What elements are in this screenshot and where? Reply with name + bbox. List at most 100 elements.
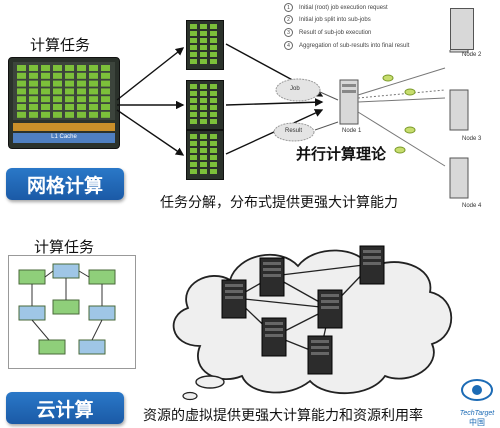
gpu-core: [41, 104, 50, 110]
gpu-core: [29, 104, 38, 110]
sub-gpu-core: [190, 45, 197, 50]
sub-gpu-core: [190, 134, 197, 139]
rack-server-icon: [317, 289, 343, 329]
gpu-core: [101, 80, 110, 87]
task-flow-graphic: [18, 263, 116, 355]
sub-gpu-core: [200, 141, 207, 146]
gpu-core: [17, 88, 26, 95]
server-node-1: [339, 79, 359, 125]
gpu-core: [65, 88, 74, 95]
sub-gpu-core: [200, 24, 207, 29]
gpu-core: [53, 80, 62, 87]
server-node-3: [449, 89, 469, 131]
flow-edge: [91, 319, 103, 341]
gpu-core: [53, 65, 62, 71]
gpu-core: [77, 65, 86, 71]
sub-gpu-core: [190, 162, 197, 167]
flow-node: [52, 299, 80, 315]
flow-edge: [31, 319, 50, 341]
flow-node: [38, 339, 66, 355]
gpu-core: [17, 80, 26, 87]
sub-gpu-core: [200, 134, 207, 139]
gpu-core: [65, 104, 74, 110]
gpu-core: [53, 111, 62, 118]
rack-server-icon: [221, 279, 247, 319]
sub-gpu-core: [210, 91, 217, 96]
cloud-computing-badge: 云计算: [6, 392, 124, 424]
sub-gpu-core: [190, 91, 197, 96]
gpu-core: [29, 65, 38, 71]
flow-node: [88, 269, 116, 285]
sub-gpu-core: [200, 162, 207, 167]
sub-gpu-core: [190, 24, 197, 29]
gpu-core: [89, 111, 98, 118]
sub-gpu-core: [210, 45, 217, 50]
sub-gpu-core: [190, 169, 197, 174]
gpu-core: [65, 96, 74, 103]
server-node-2-box: [450, 8, 474, 50]
sub-gpu-core: [200, 148, 207, 153]
gpu-core-array: [13, 62, 115, 143]
gpu-core: [53, 104, 62, 110]
gpu-core: [29, 72, 38, 79]
result-cloud: [273, 122, 315, 142]
rack-server-icon: [259, 257, 285, 297]
gpu-core: [101, 65, 110, 71]
sub-gpu-core: [190, 148, 197, 153]
gpu-chip: L1 Cache: [8, 57, 120, 149]
gpu-core: [89, 96, 98, 103]
gpu-core: [101, 96, 110, 103]
gpu-core: [65, 80, 74, 87]
gpu-core: [65, 111, 74, 118]
grid-caption: 任务分解，分布式提供更强大计算能力: [160, 195, 398, 211]
gpu-core: [17, 111, 26, 118]
sub-gpu-core: [210, 52, 217, 57]
gpu-core: [101, 104, 110, 110]
sub-gpu-core: [210, 148, 217, 153]
sub-gpu-core: [200, 52, 207, 57]
gpu-core: [29, 111, 38, 118]
result-label: Result: [285, 128, 303, 134]
grid-network-diagram: [273, 50, 469, 199]
job-cloud: [275, 78, 321, 102]
server-node-4: [449, 157, 469, 199]
sub-gpu-core: [210, 112, 217, 117]
gpu-core: [53, 88, 62, 95]
sub-gpu-core: [200, 91, 207, 96]
sub-gpu-core: [200, 84, 207, 89]
gpu-core: [101, 88, 110, 95]
gpu-core: [53, 72, 62, 79]
gpu-core: [101, 111, 110, 118]
gpu-core: [89, 65, 98, 71]
gpu-core: [41, 96, 50, 103]
gpu-core: [77, 96, 86, 103]
gpu-core: [41, 65, 50, 71]
gpu-core: [65, 65, 74, 71]
gpu-core: [17, 72, 26, 79]
gpu-core: [89, 80, 98, 87]
sub-gpu-core: [190, 141, 197, 146]
sub-gpu-core: [200, 98, 207, 103]
gpu-core: [77, 80, 86, 87]
split-arrows: [116, 47, 185, 156]
sub-gpu-core: [190, 31, 197, 36]
sub-gpu-core: [210, 105, 217, 110]
gpu-core: [89, 72, 98, 79]
gpu-core: [41, 80, 50, 87]
sub-gpu-core: [200, 59, 207, 64]
sub-gpu-core: [210, 84, 217, 89]
gpu-core: [53, 96, 62, 103]
server-node-2: [449, 50, 469, 53]
cloud-caption: 资源的虚拟提供更强大计算能力和资源利用率: [143, 408, 423, 424]
gpu-core: [17, 104, 26, 110]
gpu-core: [41, 72, 50, 79]
sub-gpu-core: [200, 31, 207, 36]
flow-edge: [44, 270, 54, 278]
sub-gpu-cores: [190, 24, 217, 174]
sub-gpu-core: [210, 162, 217, 167]
node-1-label: Node 1: [342, 128, 362, 134]
